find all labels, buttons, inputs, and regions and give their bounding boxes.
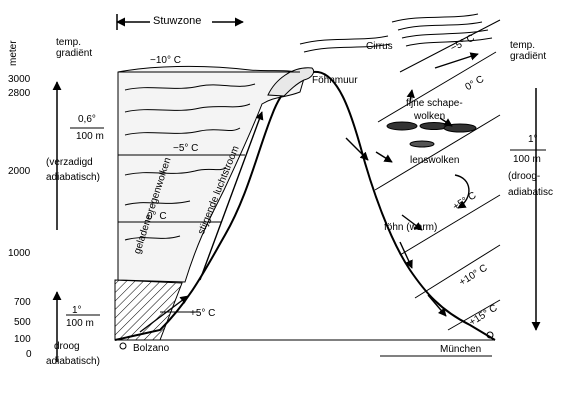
left-axis-header-2: gradiënt — [56, 48, 93, 59]
gradient-top-note-2: adiabatisch) — [46, 172, 100, 183]
fohnmuur-label: Föhnmuur — [312, 75, 358, 86]
bolzano-marker — [119, 342, 127, 350]
lenswolken-label: lenswolken — [410, 155, 460, 166]
left-axis-unit: meter — [8, 40, 19, 66]
gradient-bottom-note-2: adiabatisch) — [46, 356, 100, 367]
gradient-bottom-num: 1° — [72, 305, 82, 316]
left-isotherms — [118, 71, 300, 313]
right-axis-note-1: (droog- — [508, 171, 541, 182]
tick-500: 500 — [14, 317, 31, 328]
bolzano-label: Bolzano — [133, 343, 170, 354]
stuwzone-label: Stuwzone — [153, 15, 202, 27]
schapewolken-label-1: fijne schape- — [406, 98, 463, 109]
tick-3000: 3000 — [8, 74, 31, 85]
tick-100: 100 — [14, 334, 31, 345]
airflow-arrows — [139, 52, 479, 333]
dry-layer-hatch — [114, 279, 183, 341]
isotherm-minus10: −10° C — [150, 55, 181, 66]
gradient-top-note-1: (verzadigd — [46, 157, 93, 168]
cirrus-streaks — [299, 13, 493, 53]
tick-1000: 1000 — [8, 248, 31, 259]
right-axis-num: 1° — [528, 134, 538, 145]
tick-700: 700 — [14, 297, 31, 308]
right-axis-den: 100 m — [513, 154, 541, 165]
tick-0: 0 — [26, 349, 32, 360]
right-isotherms — [374, 19, 501, 331]
gradient-top-den: 100 m — [76, 131, 104, 142]
mountain-outline — [114, 70, 496, 341]
gradient-bottom-note-1: droog — [54, 341, 80, 352]
left-axis-header-1: temp. — [56, 37, 82, 48]
gradient-top-num: 0,6° — [78, 114, 96, 125]
munchen-marker — [486, 331, 494, 339]
tick-2800: 2800 — [8, 88, 31, 99]
isotherm-plus5-left: +5° C — [190, 308, 216, 319]
right-axis-header-2: gradiënt — [510, 51, 547, 62]
isotherm-0: 0° C — [147, 211, 167, 222]
cirrus-label: Cirrus — [366, 41, 393, 52]
schapewolken-label-2: wolken — [414, 111, 446, 122]
lens-clouds — [386, 121, 477, 148]
right-axis-note-2: adiabatisc — [508, 187, 554, 198]
stuwzone-arrow — [116, 14, 244, 30]
gradient-bottom-den: 100 m — [66, 318, 94, 329]
fohnmuur-cloud — [267, 67, 315, 97]
fohn-label: föhn (warm) — [384, 222, 438, 233]
right-axis-header-1: temp. — [510, 40, 536, 51]
munchen-label: München — [440, 344, 482, 355]
isotherm-minus5: −5° C — [173, 143, 199, 154]
tick-2000: 2000 — [8, 166, 31, 177]
rain-clouds — [117, 65, 306, 283]
